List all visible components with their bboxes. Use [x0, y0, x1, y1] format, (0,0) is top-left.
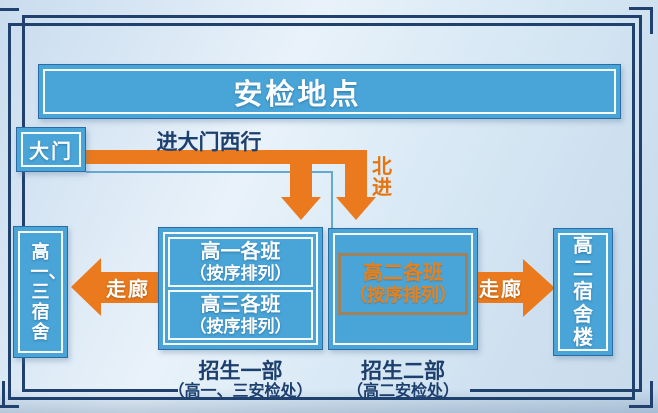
- path-line-horizontal: [86, 171, 333, 173]
- banner-title: 安检地点: [233, 78, 362, 111]
- frame-bottom-segment-right: [470, 389, 642, 392]
- dept2-panel: 高二各班 （按序排列）: [328, 228, 478, 350]
- dept1-room-grade3-subtitle: （按序排列）: [189, 316, 292, 336]
- corridor-left-label: 走廊: [106, 279, 150, 301]
- dept1-name-label: 招生一部: [198, 359, 283, 383]
- dept2-room-grade2-subtitle: （按序排列）: [349, 285, 457, 305]
- dept1-room-grade1: 高一各班 （按序排列）: [168, 237, 313, 287]
- route-north-label: 北进: [372, 156, 392, 199]
- frame-corner-accent-bl-v: [2, 381, 5, 408]
- route-west-label: 进大门西行: [156, 130, 262, 154]
- dept2-room-grade2: 高二各班 （按序排列）: [338, 253, 468, 315]
- corridor-right-label: 走廊: [479, 279, 523, 301]
- route-down-arrow2-head: [336, 197, 376, 220]
- corridor-left-arrow-stem: [100, 272, 158, 303]
- frame-corner-accent-tr-v: [650, 7, 653, 34]
- route-down-arrow1-head: [281, 197, 321, 220]
- dorm-left-box: 高一、三宿舍: [13, 226, 68, 358]
- dept2-inner-border: [333, 233, 473, 345]
- frame-corner-accent-bl-h: [0, 405, 19, 408]
- route-down-arrow1-stem: [290, 160, 312, 198]
- corridor-left-arrow-head: [71, 258, 101, 316]
- dept1-checkpoint-label: （高一、三安检处）: [168, 383, 313, 400]
- frame-corner-accent-tr-h: [629, 7, 653, 10]
- dorm-right-label: 高二宿舍楼: [573, 234, 593, 349]
- dept2-name-label: 招生二部: [361, 359, 445, 383]
- corridor-right-arrow-head: [523, 259, 555, 317]
- dept1-panel: 高一各班 （按序排列） 高三各班 （按序排列）: [158, 227, 323, 350]
- dorm-left-label: 高一、三宿舍: [30, 242, 67, 342]
- dept1-room-grade1-subtitle: （按序排列）: [189, 263, 292, 283]
- banner-security-check-location: 安检地点: [38, 64, 621, 119]
- frame-bottom-segment-left: [22, 389, 178, 392]
- frame-inner-rect: [22, 15, 642, 392]
- frame-corner-accent-br-v: [650, 381, 653, 408]
- route-down-arrow2-stem: [345, 160, 367, 198]
- corridor-right-arrow-stem: [478, 272, 524, 303]
- frame-outer-rect: [8, 23, 635, 400]
- dorm-left-inner-border: [18, 231, 63, 353]
- gate-box: 大门: [16, 127, 86, 172]
- dept1-inner-border: 高一各班 （按序排列） 高三各班 （按序排列）: [163, 232, 318, 345]
- frame-corner-accent-tl: [0, 8, 19, 11]
- gate-box-inner-border: [21, 132, 81, 167]
- dept1-room-grade3: 高三各班 （按序排列）: [168, 290, 313, 340]
- banner-inner-border: [43, 69, 616, 114]
- dept2-checkpoint-label: （高二安检处）: [346, 383, 459, 400]
- dorm-right-inner-border: [558, 233, 608, 351]
- dept1-room-grade1-title: 高一各班: [200, 240, 281, 263]
- dept1-room-grade3-title: 高三各班: [200, 293, 281, 316]
- frame-corner-accent-br-h: [629, 405, 653, 408]
- dept2-room-grade2-title: 高二各班: [363, 262, 443, 284]
- gate-label: 大门: [29, 141, 73, 163]
- dorm-right-box: 高二宿舍楼: [553, 228, 613, 356]
- path-line-vertical: [331, 171, 333, 228]
